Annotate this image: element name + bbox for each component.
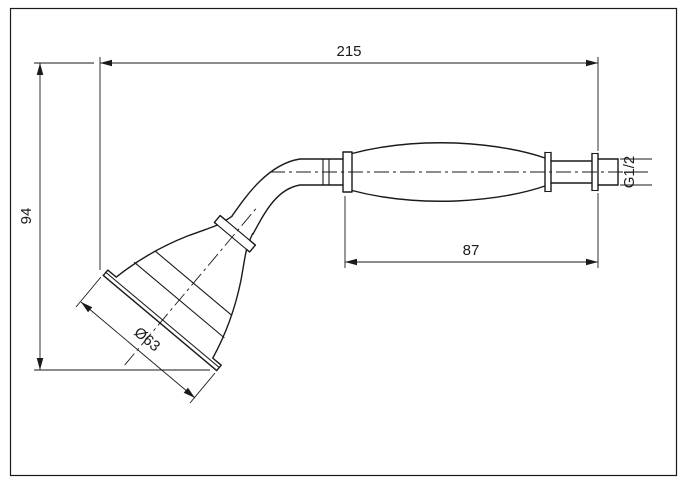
connector	[544, 151, 619, 193]
thread-flange-edges	[591, 152, 599, 192]
elbow-arm	[231, 158, 344, 235]
dimension-overall-height: 94	[18, 62, 210, 371]
dim-line-head-diameter	[80, 301, 196, 399]
connector-ring-edges	[544, 151, 552, 193]
handle-top-edge	[351, 142, 546, 159]
head-bell-outline-top	[102, 214, 233, 278]
dimension-head-diameter: Ø63	[75, 276, 216, 404]
dim-label-overall-height: 94	[18, 208, 35, 225]
dimension-overall-length: 215	[99, 43, 599, 270]
ext-line-face-top	[75, 276, 102, 308]
elbow-inner-edge	[252, 184, 344, 235]
head-face-edge	[102, 274, 218, 372]
dim-label-handle-length: 87	[463, 242, 480, 259]
ext-line-face-bottom	[189, 372, 216, 404]
bell-groove-line-1	[133, 261, 225, 339]
dim-label-overall-length: 215	[336, 43, 361, 60]
handle	[342, 142, 546, 202]
head-bell-outline-bottom	[212, 232, 257, 372]
thread-ext-lines	[620, 158, 652, 186]
connector-cylinder-edges	[550, 160, 593, 184]
neck-collar-line-2	[219, 214, 256, 246]
bell-groove-line-2	[154, 250, 233, 316]
elbow-outer-edge	[231, 158, 344, 217]
thread-size-callout: G1/2	[620, 156, 652, 189]
neck-collar-line-1	[213, 221, 251, 253]
dim-label-head-diameter: Ø63	[131, 324, 164, 355]
drawing-frame	[9, 7, 678, 477]
handle-bottom-edge	[351, 185, 546, 202]
dimension-handle-length: 87	[344, 196, 598, 268]
thread-cylinder-edges	[597, 158, 619, 186]
handle-collar	[342, 151, 353, 193]
thread-size-label: G1/2	[621, 156, 638, 189]
